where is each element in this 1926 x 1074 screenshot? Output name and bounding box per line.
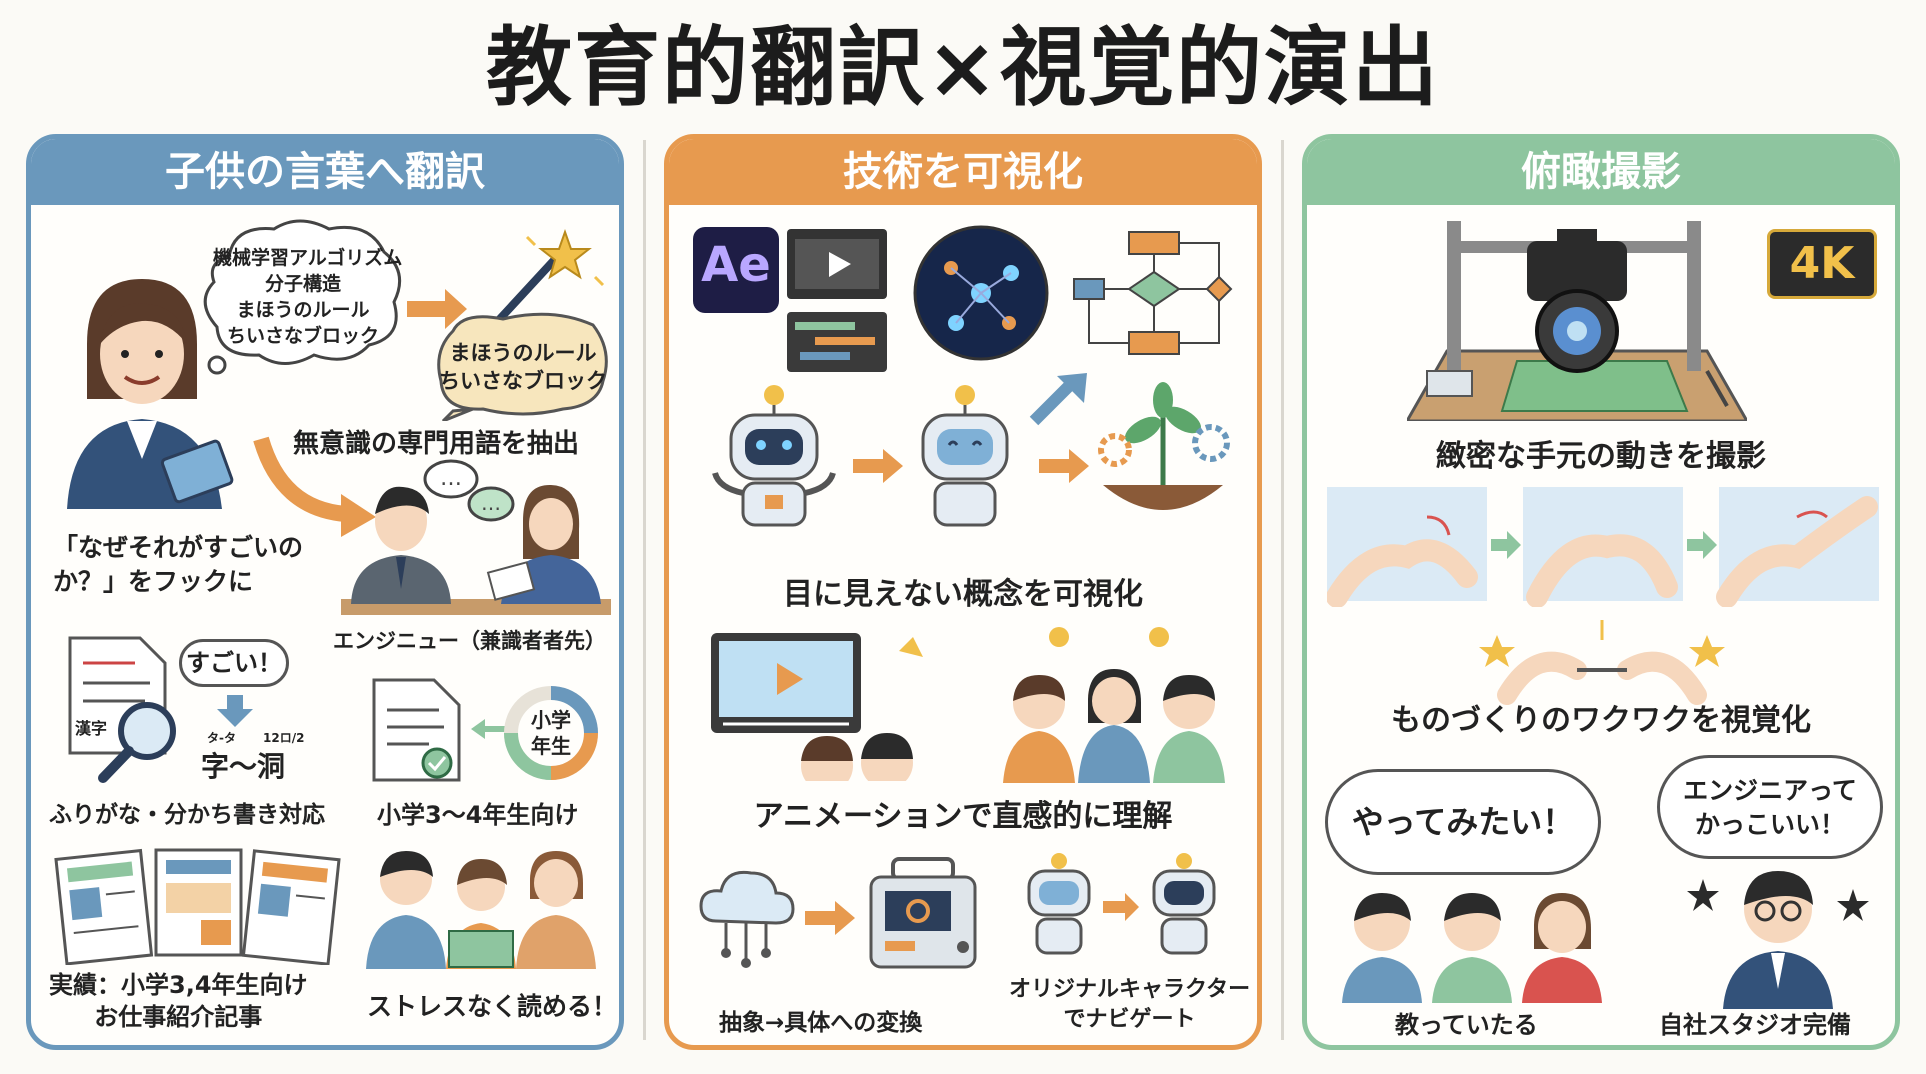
panel-translate: 子供の言葉へ翻訳 機械学習アルゴリズム 分子構造 まほうのルール [26,134,624,1050]
document-magnifier-illustration: 漢字 [65,633,195,783]
small-note-right: 12ロ/2 [263,731,305,745]
cool-bubble: エンジニアって かっこいい！ [1657,755,1883,859]
thought-cloud: 機械学習アルゴリズム 分子構造 まほうのルール ちいさなブロック [199,217,409,377]
panel-overhead: 俯瞰撮影 4K 緻密な手元の動きを撮影 [1302,134,1900,1050]
arrow-right-icon-2 [853,449,903,483]
hand-sequence-illustration [1327,487,1887,607]
thought-line-2: 分子構造 [264,273,341,295]
sparkle-hands-illustration [1477,615,1727,705]
machine-icon [863,857,983,977]
thought-line-4: ちいさなブロック [226,325,379,347]
no-stress-label: ストレスなく読める！ [367,992,618,1021]
engineer-illustration [1683,859,1873,1009]
grade-label: 小学3〜4年生向け [377,801,579,829]
thought-line-1: 機械学習アルゴリズム [213,247,403,269]
interview-label: エンジニュー（兼識者者先） [333,629,606,653]
kids-group-illustration [1337,883,1607,1003]
molecule-globe-icon [911,223,1051,363]
grade-donut: 小学 年生 [501,683,601,783]
thought-line-3: まほうのルール [236,299,370,321]
arrow-right-icon-4 [805,901,855,935]
svg-text:…: … [481,491,501,515]
kids-label: 教っていたる [1395,1011,1538,1039]
invisible-label: 目に見えない概念を可視化 [783,577,1143,612]
articles-illustration [51,845,341,965]
hook-label: 「なぜそれがすごいの か？」をフックに [53,533,304,596]
page-title: 教育的翻訳×視覚的演出 [485,18,1441,118]
abstract-label: 抽象→具体への変換 [719,1010,923,1036]
document-kanji: 漢字 [75,719,108,738]
panel-visualize: 技術を可視化 Ae [664,134,1262,1050]
panel-overhead-header: 俯瞰撮影 [1307,139,1895,205]
sugoi-bubble: すごい！ [179,639,289,687]
overhead-camera-rig-illustration [1407,221,1747,421]
character-label: オリジナルキャラクター でナビゲート [1009,977,1251,1032]
kanji-sample: 字〜洞 [201,750,286,783]
interview-illustration: … … [341,459,611,629]
divider-left [643,140,646,1040]
scroll-bubble: まほうのルール ちいさなブロック [433,311,613,421]
svg-text:…: … [440,466,462,491]
down-arrow-icon [217,695,253,727]
divider-right [1281,140,1284,1040]
robot-idea-icon [709,383,839,533]
checklist-document-icon [369,675,469,785]
grade-badge: 小学 年生 [531,708,571,758]
diagonal-arrow-icon [1029,371,1089,431]
left-arrow-icon [471,719,511,739]
teacher-illustration [47,249,247,509]
want-bubble: やってみたい！ [1325,769,1601,875]
precise-label: 緻密な手元の動きを撮影 [1436,439,1766,474]
panel-visualize-header: 技術を可視化 [669,139,1257,205]
arrow-right-icon [407,289,467,329]
badge-4k: 4K [1767,229,1877,299]
ae-logo: Ae [693,227,779,313]
flowchart-icon [1069,227,1239,367]
robots-navigate-icon [1019,851,1229,961]
animation-monitor-illustration [709,631,929,781]
studio-label: 自社スタジオ完備 [1659,1011,1851,1039]
ae-logo-text: Ae [701,237,771,293]
cloud-icon [691,861,801,971]
video-editor-icon [785,227,891,377]
scroll-line-2: ちいさなブロック [439,369,607,393]
arrow-right-icon-3 [1039,449,1089,483]
growth-plant-icon [1093,375,1233,525]
monozukuri-label: ものづくりのワクワクを視覚化 [1391,703,1811,738]
small-note-left: タ-タ [207,731,236,745]
scroll-line-1: まほうのルール [449,341,597,365]
kids-reading-illustration [361,839,601,969]
record-label: 実績：小学3,4年生向け お仕事紹介記事 [49,971,308,1031]
furigana-label: ふりがな・分かち書き対応 [49,802,325,828]
extract-label: 無意識の専門用語を抽出 [293,429,580,459]
kids-ideas-illustration [999,623,1229,783]
curved-arrow-icon [251,429,381,539]
badge-4k-text: 4K [1789,238,1855,289]
robot-happy-icon [905,383,1025,533]
animation-label: アニメーションで直感的に理解 [753,799,1173,834]
magic-wand-icon [487,227,607,327]
panel-translate-header: 子供の言葉へ翻訳 [31,139,619,205]
